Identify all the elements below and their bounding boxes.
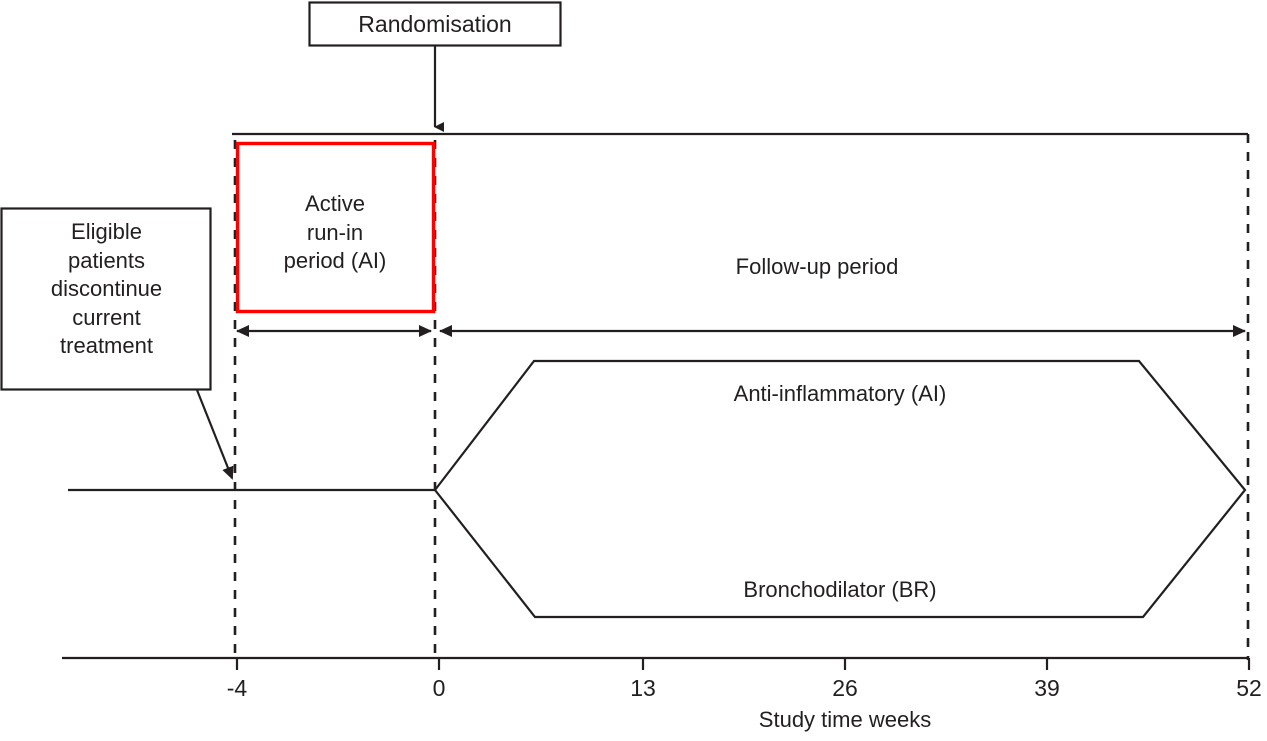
arm-label-bronchodilator: Bronchodilator (BR) (743, 577, 937, 602)
x-tick-label-minus4: -4 (226, 675, 248, 701)
x-tick-label-13: 13 (630, 675, 656, 701)
eligible-line-5: treatment (60, 333, 153, 359)
x-tick-label-52: 52 (1236, 675, 1262, 701)
x-tick-label-0: 0 (432, 675, 446, 701)
eligible-line-4: current (72, 304, 141, 330)
run-in-line-3: period (AI) (283, 248, 387, 274)
randomisation-box-outline (308, 1, 562, 47)
run-in-line-1: Active (305, 191, 365, 216)
randomisation-box-label: Randomisation (358, 11, 512, 37)
treatment-arms-hexagon (433, 359, 1247, 619)
arm-label-anti-inflammatory: Anti-inflammatory (AI) (733, 381, 947, 406)
eligible-patients-arrow (195, 389, 234, 480)
follow-up-period-label: Follow-up period (735, 254, 899, 279)
run-in-period-box-outline (235, 141, 436, 314)
x-tick-label-39: 39 (1034, 675, 1060, 701)
eligible-line-2: patients (67, 247, 146, 273)
run-in-period-label: Active run-in period (AI) (237, 190, 433, 276)
x-axis-title: Study time weeks (758, 707, 932, 732)
eligible-line-3: discontinue (50, 276, 163, 302)
x-tick-label-26: 26 (832, 675, 858, 701)
eligible-patients-box-label: Eligible patients discontinue current tr… (2, 218, 211, 361)
eligible-line-1: Eligible (71, 219, 142, 244)
run-in-line-2: run-in (306, 219, 364, 245)
eligible-patients-box-outline (0, 207, 212, 391)
